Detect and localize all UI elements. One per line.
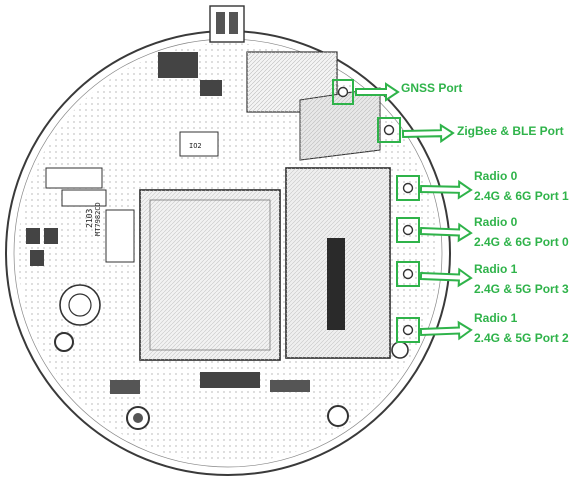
chip-label-2103: 2103 xyxy=(85,209,94,228)
zigbee-ble-port-text: ZigBee & BLE Port xyxy=(457,124,564,138)
radio0-port0-text: 2.4G & 6G Port 0 xyxy=(474,235,569,249)
gnss-connector xyxy=(337,86,349,98)
radio1-port2-highlight-box xyxy=(396,317,420,343)
radio0-port1-radio: Radio 0 xyxy=(474,169,518,183)
label-radio0-port1: Radio 0 2.4G & 6G Port 1 xyxy=(474,169,569,203)
zigbee-ble-arrow xyxy=(401,123,455,144)
label-radio0-port0: Radio 0 2.4G & 6G Port 0 xyxy=(474,215,569,249)
radio1-port3-text: 2.4G & 5G Port 3 xyxy=(474,282,569,296)
radio1-port3-arrow xyxy=(419,267,473,288)
radio1-port3-radio: Radio 1 xyxy=(474,262,518,276)
zigbee-ble-highlight-box xyxy=(377,117,401,143)
radio0-port0-arrow xyxy=(419,222,473,243)
label-gnss-port: GNSS Port xyxy=(401,81,462,95)
radio1-port3-connector xyxy=(402,268,414,280)
radio0-port1-highlight-box xyxy=(396,175,420,201)
label-radio1-port3: Radio 1 2.4G & 5G Port 3 xyxy=(474,262,569,296)
radio1-port2-arrow xyxy=(419,320,473,341)
radio0-port1-connector xyxy=(402,182,414,194)
radio0-port1-arrow xyxy=(419,179,473,200)
radio0-port0-radio: Radio 0 xyxy=(474,215,518,229)
gnss-port-text: GNSS Port xyxy=(401,81,463,95)
radio0-port1-text: 2.4G & 6G Port 1 xyxy=(474,189,569,203)
radio1-port2-radio: Radio 1 xyxy=(474,311,518,325)
radio1-port2-text: 2.4G & 5G Port 2 xyxy=(474,331,569,345)
port-highlights xyxy=(332,79,473,343)
radio1-port3-highlight-box xyxy=(396,261,420,287)
gnss-arrow xyxy=(355,82,400,102)
label-zigbee-ble-port: ZigBee & BLE Port xyxy=(457,124,564,138)
radio0-port0-highlight-box xyxy=(396,217,420,243)
gnss-highlight-box xyxy=(332,79,354,105)
circuit-board xyxy=(5,5,451,476)
radio1-port2-connector xyxy=(402,324,414,336)
chip-label-io2: IO2 xyxy=(189,142,202,150)
label-radio1-port2: Radio 1 2.4G & 5G Port 2 xyxy=(474,311,569,345)
zigbee-ble-connector xyxy=(383,124,395,136)
radio0-port0-connector xyxy=(402,224,414,236)
chip-label-mt7982cd: MT7982CD xyxy=(94,202,102,236)
